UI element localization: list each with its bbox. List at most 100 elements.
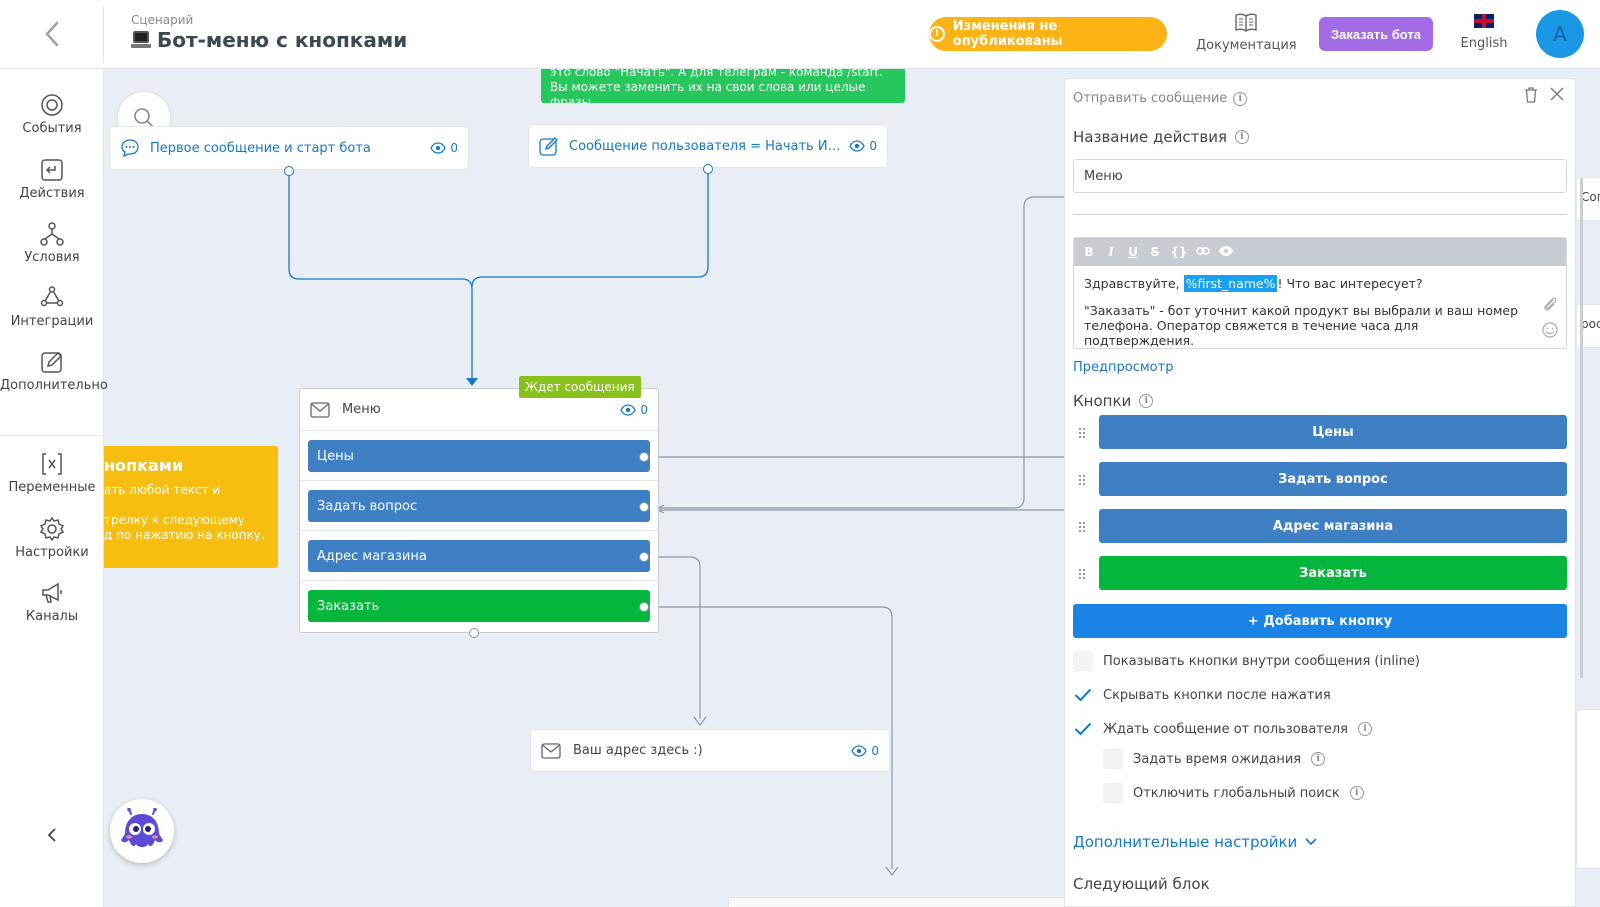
checkbox-wait-message[interactable]: Ждать сообщение от пользователя i [1073, 719, 1372, 739]
drag-handle-icon[interactable] [1078, 521, 1086, 533]
advanced-settings-toggle[interactable]: Дополнительные настройки [1073, 833, 1317, 851]
sidebar-item-integrations[interactable]: Интеграции [0, 286, 104, 329]
message-editor[interactable]: B I U S {} Здравствуйте, %first_name%! Ч… [1073, 237, 1567, 349]
drag-handle-icon[interactable] [1078, 474, 1086, 486]
preview-eye-button[interactable] [1218, 245, 1233, 260]
chevron-down-icon [1305, 838, 1317, 846]
menu-button-store-address[interactable]: Адрес магазина [308, 540, 650, 572]
code-button[interactable]: {} [1170, 245, 1188, 259]
panel-button-prices[interactable]: Цены [1099, 415, 1567, 449]
menu-button-row: Задать вопрос [300, 481, 658, 531]
menu-button-ask-question[interactable]: Задать вопрос [308, 490, 650, 522]
sidebar-item-label: Дополнительно [0, 378, 108, 393]
assistant-mascot-button[interactable] [110, 799, 174, 863]
add-button-button[interactable]: + Добавить кнопку [1073, 604, 1567, 638]
strike-button[interactable]: S [1150, 245, 1160, 259]
message-line-2: "Заказать" - бот уточнит какой продукт в… [1084, 303, 1519, 348]
address-message-block[interactable]: Ваш адрес здесь :) 0 [530, 729, 890, 772]
info-icon[interactable]: i [1358, 722, 1372, 736]
checkbox-wait-timeout[interactable]: Задать время ожидания i [1103, 749, 1326, 769]
offscreen-block[interactable] [728, 897, 1068, 907]
drag-handle-icon[interactable] [1078, 427, 1086, 439]
info-icon[interactable]: i [1349, 786, 1364, 800]
button-output-handle[interactable] [639, 502, 649, 512]
menu-block-output-handle[interactable] [469, 628, 479, 638]
laptop-icon [131, 31, 151, 49]
info-icon[interactable]: i [1139, 394, 1154, 408]
delete-action-button[interactable] [1524, 87, 1538, 107]
sidebar: События Действия Условия Интеграции Допо… [0, 69, 108, 907]
attach-file-button[interactable] [1542, 296, 1558, 316]
checkbox[interactable] [1073, 651, 1093, 671]
check-icon [1074, 722, 1092, 736]
checkbox[interactable] [1073, 719, 1093, 739]
views-counter: 0 [620, 403, 648, 417]
sidebar-item-channels[interactable]: Каналы [0, 581, 104, 624]
sidebar-item-additional[interactable]: Дополнительно [0, 350, 108, 393]
trigger-user-message[interactable]: Сообщение пользователя = Начать ИЛИ С...… [528, 124, 888, 168]
menu-button-prices[interactable]: Цены [308, 440, 650, 472]
sidebar-item-settings[interactable]: Настройки [0, 517, 104, 560]
sidebar-item-variables[interactable]: Переменные [0, 452, 104, 495]
checkbox[interactable] [1103, 783, 1123, 803]
back-button[interactable] [20, 12, 84, 56]
collapse-sidebar-button[interactable] [38, 821, 66, 849]
views-count: 0 [640, 402, 648, 417]
note-green[interactable]: это слово "Начать". А для телеграм - ком… [541, 69, 905, 103]
next-block-label: Следующий блок [1073, 875, 1210, 893]
button-output-handle[interactable] [639, 602, 649, 612]
panel-button-store-address[interactable]: Адрес магазина [1099, 509, 1567, 543]
panel-button-ask-question[interactable]: Задать вопрос [1099, 462, 1567, 496]
underline-button[interactable]: U [1128, 245, 1138, 259]
eye-icon [1219, 245, 1233, 256]
info-icon[interactable]: i [1234, 130, 1249, 144]
menu-button-order[interactable]: Заказать [308, 590, 650, 622]
unpublished-badge[interactable]: ! Изменения не опубликованы [929, 17, 1167, 51]
bold-button[interactable]: B [1084, 245, 1094, 259]
checkbox[interactable] [1073, 685, 1093, 705]
info-icon[interactable]: i [1311, 752, 1326, 766]
sidebar-item-conditions[interactable]: Условия [0, 222, 104, 265]
eye-icon [851, 744, 868, 757]
trigger-user-output-handle[interactable] [703, 164, 713, 174]
trigger-first-output-handle[interactable] [284, 166, 294, 176]
info-icon[interactable]: i [1233, 91, 1248, 106]
note-yellow-title: нопками [104, 456, 184, 475]
sidebar-item-label: Каналы [25, 609, 79, 624]
documentation-link[interactable]: Документация [1196, 12, 1297, 53]
note-yellow[interactable]: нопками ать любой текст и трелку к следу… [104, 446, 278, 568]
checkbox-inline-buttons[interactable]: Показывать кнопки внутри сообщения (inli… [1073, 651, 1420, 671]
language-switch[interactable]: English [1456, 14, 1512, 51]
menu-message-block[interactable]: Меню 0 Цены Задать вопрос Адрес магазина… [299, 388, 659, 633]
envelope-icon [541, 742, 561, 759]
emoji-button[interactable] [1542, 322, 1558, 342]
sidebar-item-actions[interactable]: Действия [0, 158, 104, 201]
trigger-first-message[interactable]: Первое сообщение и старт бота 0 [109, 126, 469, 170]
address-block-title: Ваш адрес здесь :) [573, 743, 703, 758]
panel-button-order[interactable]: Заказать [1099, 556, 1567, 590]
checkbox[interactable] [1103, 749, 1123, 769]
preview-link[interactable]: Предпросмотр [1073, 360, 1174, 375]
flow-canvas[interactable]: это слово "Начать". А для телеграм - ком… [104, 69, 1600, 907]
panel-scrollbar[interactable] [1580, 178, 1583, 678]
checkbox-disable-global-search[interactable]: Отключить глобальный поиск i [1103, 783, 1364, 803]
variable-chip[interactable]: %first_name% [1183, 275, 1278, 292]
action-name-input[interactable] [1073, 159, 1567, 193]
order-bot-button[interactable]: Заказать бота [1319, 17, 1433, 51]
drag-handle-icon[interactable] [1078, 568, 1086, 580]
sidebar-item-events[interactable]: События [0, 93, 104, 136]
menu-block-header: Меню 0 [300, 389, 658, 431]
button-output-handle[interactable] [639, 552, 649, 562]
button-output-handle[interactable] [639, 452, 649, 462]
offscreen-block[interactable] [1576, 709, 1600, 869]
avatar[interactable]: A [1536, 10, 1584, 58]
checkbox-label: Отключить глобальный поиск [1133, 785, 1340, 801]
close-panel-button[interactable] [1549, 86, 1565, 106]
note-yellow-text: ать любой текст и трелку к следующему д … [104, 483, 265, 542]
italic-button[interactable]: I [1108, 245, 1114, 259]
link-button[interactable] [1196, 245, 1210, 259]
checkbox-hide-buttons[interactable]: Скрывать кнопки после нажатия [1073, 685, 1331, 705]
message-text[interactable]: Здравствуйте, %first_name%! Что вас инте… [1074, 266, 1566, 348]
sidebar-item-label: Условия [24, 250, 80, 265]
action-name-label: Название действия i [1073, 128, 1249, 146]
